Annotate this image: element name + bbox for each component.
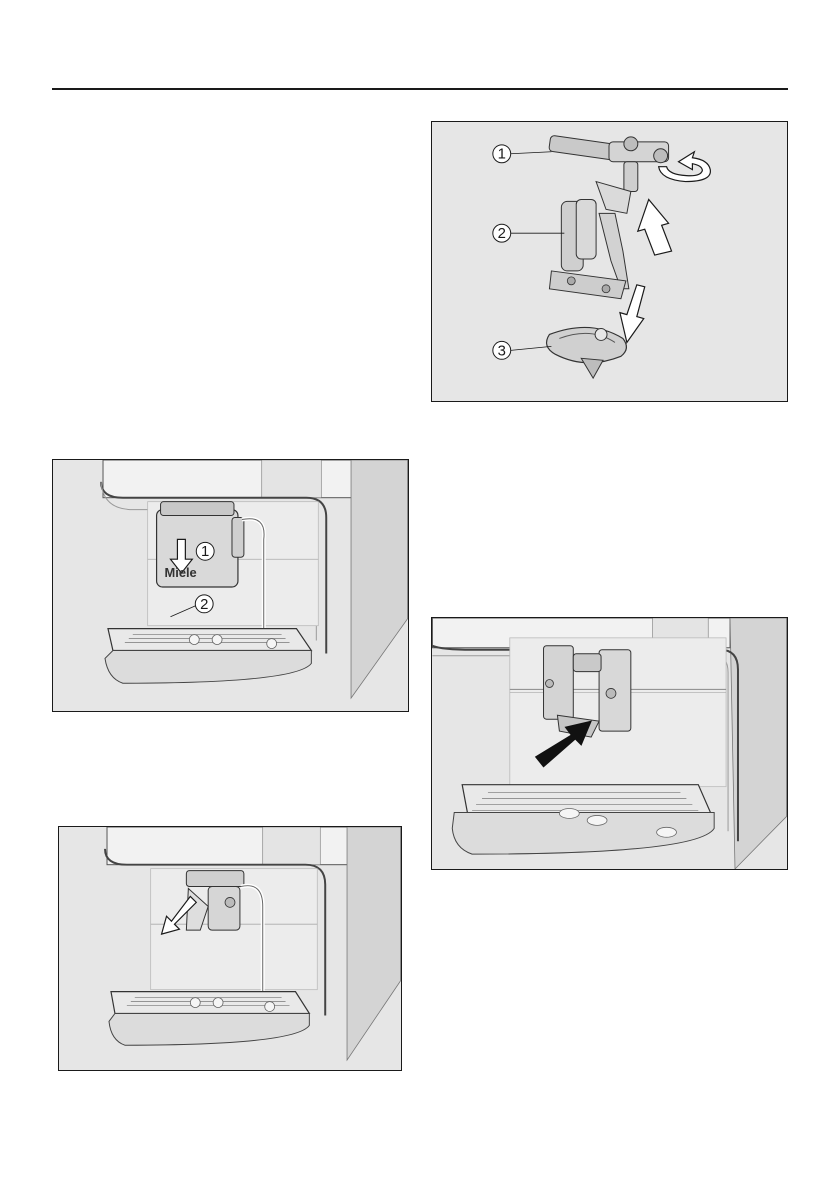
svg-text:3: 3 [498,343,506,359]
figure-spout-pull-down [58,826,402,1071]
illustration-spout-disassembly: 1 2 3 [432,122,787,401]
svg-text:2: 2 [200,597,208,613]
figure-spout-disassembly: 1 2 3 [431,121,788,402]
illustration-spout-pull-down [59,827,401,1070]
callout-1: 1 [493,145,552,163]
figure-milk-removal: Miele 1 2 [52,459,409,712]
illustration-milk-removal: Miele 1 2 [53,460,408,711]
svg-text:1: 1 [498,147,506,163]
svg-text:1: 1 [201,544,209,560]
down-arrow-icon [620,285,645,343]
callout-2: 2 [493,224,564,242]
up-arrow-icon [638,199,672,255]
figure-spout-reinsert [431,617,788,870]
part-connector [549,135,669,191]
part-spout-body [549,182,630,299]
callout-1: 1 [196,542,214,560]
header-rule [52,88,788,90]
callout-3: 3 [493,341,552,359]
part-base-plate [547,327,627,378]
svg-text:2: 2 [498,226,506,242]
brand-mark: Miele [165,565,197,580]
illustration-spout-reinsert [432,618,787,869]
